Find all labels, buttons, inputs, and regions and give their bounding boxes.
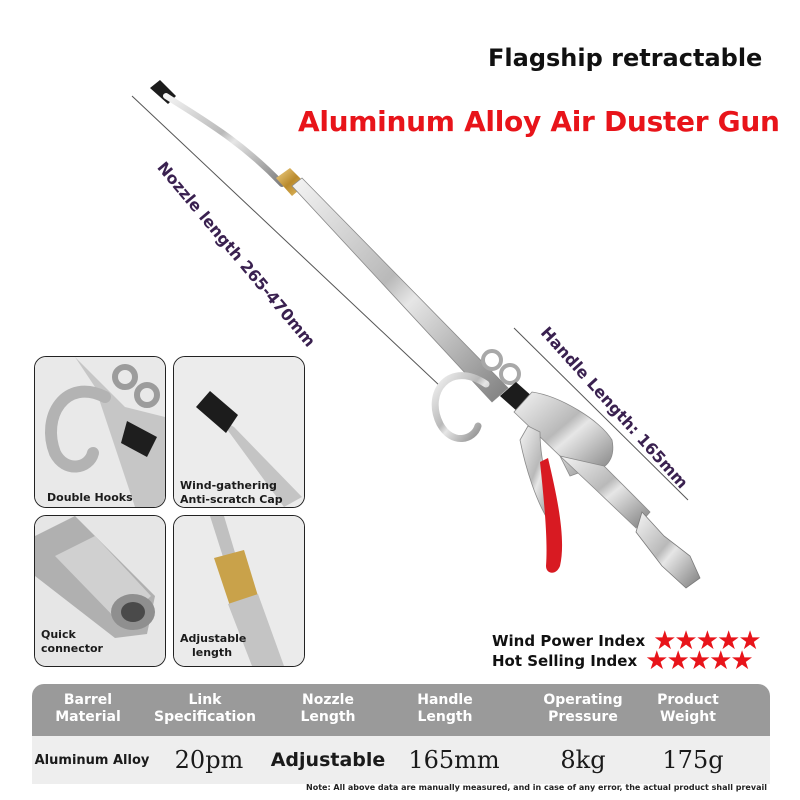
header-nozzle-length: Nozzle Length xyxy=(266,692,390,726)
header-barrel-material: Barrel Material xyxy=(32,692,144,726)
header-line: Barrel xyxy=(63,692,113,708)
anti-scratch-cap-label-line1: Wind-gathering xyxy=(180,479,277,492)
quick-connector-image xyxy=(35,516,165,666)
header-product-weight: Product Weight xyxy=(644,692,732,726)
value-link-specification: 20pm xyxy=(174,746,244,774)
measurement-note: Note: All above data are manually measur… xyxy=(306,783,767,792)
double-hooks-label: Double Hooks xyxy=(47,491,133,504)
adjustable-length-image xyxy=(174,516,304,666)
hook-ring xyxy=(499,363,521,385)
nozzle-tip-tube xyxy=(163,93,285,187)
red-trigger-lever xyxy=(540,458,563,573)
wind-power-index: Wind Power Index ★★★★★ xyxy=(492,626,762,656)
header-line: Specification xyxy=(154,709,256,725)
adjustable-length-label-line1: Adjustable xyxy=(180,632,247,645)
spec-table: Barrel Material Link Specification Nozzl… xyxy=(32,684,770,784)
header-operating-pressure: Operating Pressure xyxy=(522,692,644,726)
handle-grip xyxy=(558,455,651,529)
anti-scratch-cap-image xyxy=(174,357,304,507)
header-line: Weight xyxy=(660,709,716,725)
spec-table-header xyxy=(32,684,770,736)
anti-scratch-cap-label: Wind-gathering Anti-scratch Cap xyxy=(180,479,283,507)
page-subtitle: Flagship retractable xyxy=(488,44,763,72)
header-line: Material xyxy=(55,709,121,725)
page-title: Aluminum Alloy Air Duster Gun xyxy=(298,105,780,138)
header-line: Link xyxy=(188,692,222,708)
hot-selling-index-label: Hot Selling Index xyxy=(492,652,638,670)
hook-ring xyxy=(481,349,503,371)
detail-card-anti-scratch-cap: Wind-gathering Anti-scratch Cap xyxy=(173,356,305,508)
wind-power-stars: ★★★★★ xyxy=(653,626,762,656)
detail-card-double-hooks: Double Hooks xyxy=(34,356,166,508)
header-line: Product xyxy=(657,692,719,708)
header-line: Length xyxy=(417,709,473,725)
value-operating-pressure: 8kg xyxy=(560,746,606,774)
hot-selling-stars: ★★★★★ xyxy=(645,646,754,676)
quick-connector-label-line1: Quick xyxy=(41,628,76,641)
quick-connector-label-line2: connector xyxy=(41,642,103,655)
spec-table-body xyxy=(32,736,770,784)
value-handle-length: 165mm xyxy=(408,746,500,774)
header-line: Handle xyxy=(417,692,473,708)
nozzle-dimension-line xyxy=(131,95,441,387)
header-line: Operating xyxy=(543,692,623,708)
header-line: Pressure xyxy=(548,709,618,725)
wind-power-index-label: Wind Power Index xyxy=(492,632,646,650)
barrel xyxy=(291,177,509,403)
detail-card-quick-connector: Quick connector xyxy=(34,515,166,667)
anti-scratch-cap-label-line2: Anti-scratch Cap xyxy=(180,493,283,506)
front-hook xyxy=(431,372,490,442)
handle-dimension-line xyxy=(513,327,689,501)
value-nozzle-length: Adjustable xyxy=(270,749,386,771)
value-barrel-material: Aluminum Alloy xyxy=(34,752,150,768)
header-handle-length: Handle Length xyxy=(390,692,500,726)
detail-card-adjustable-length: Adjustable length xyxy=(173,515,305,667)
adjustable-length-label-line2: length xyxy=(192,646,233,659)
header-line: Nozzle xyxy=(302,692,354,708)
header-link-specification: Link Specification xyxy=(144,692,266,726)
hot-selling-index: Hot Selling Index ★★★★★ xyxy=(492,646,754,676)
header-line: Length xyxy=(300,709,356,725)
quick-connector-label: Quick connector xyxy=(41,628,103,656)
quick-connector xyxy=(635,511,701,589)
double-hooks-image xyxy=(35,357,165,507)
adjustable-length-label: Adjustable length xyxy=(180,632,246,660)
value-product-weight: 175g xyxy=(662,746,724,774)
